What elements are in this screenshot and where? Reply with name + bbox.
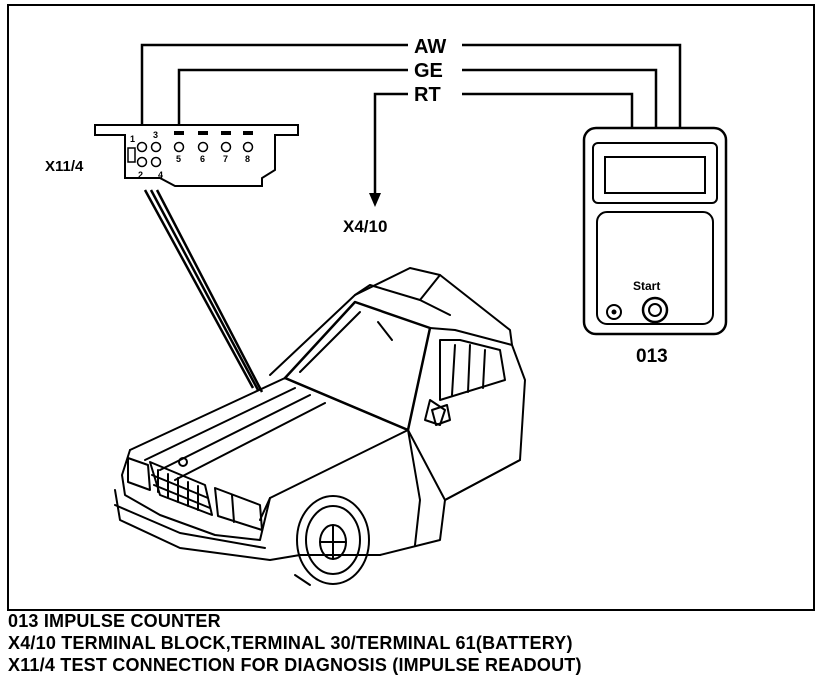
pin-label-8: 8 <box>245 154 250 164</box>
counter-label-013: 013 <box>636 346 668 367</box>
pin-label-7: 7 <box>223 154 228 164</box>
pin-label-5: 5 <box>176 154 181 164</box>
wire-ge <box>177 68 658 133</box>
wire-label-aw: AW <box>414 36 446 58</box>
legend-line-x4-10: X4/10 TERMINAL BLOCK,TERMINAL 30/TERMINA… <box>8 633 573 653</box>
pin-label-3: 3 <box>153 130 158 140</box>
car-illustration <box>114 267 526 586</box>
start-label: Start <box>633 279 660 293</box>
terminal-label-x4-10: X4/10 <box>343 217 387 236</box>
connector-label-x11-4: X11/4 <box>45 158 84 175</box>
wire-aw <box>140 43 682 133</box>
pin-label-4: 4 <box>158 170 163 180</box>
pin-label-2: 2 <box>138 170 143 180</box>
start-button[interactable] <box>641 296 669 324</box>
indicator-icon <box>606 304 622 320</box>
pin-label-1: 1 <box>130 134 135 144</box>
legend-line-013: 013 IMPULSE COUNTER <box>8 611 221 631</box>
diagnosis-connector: 1 3 2 4 5 6 7 8 <box>94 124 299 187</box>
wire-label-rt: RT <box>414 84 441 106</box>
connector-pins <box>136 141 254 168</box>
wire-rt <box>373 92 634 195</box>
pin-label-6: 6 <box>200 154 205 164</box>
legend-line-x11-4: X11/4 TEST CONNECTION FOR DIAGNOSIS (IMP… <box>8 655 582 675</box>
arrow-down-icon <box>369 193 381 207</box>
diagnosis-cable <box>143 189 264 393</box>
diagram-frame <box>7 4 815 611</box>
wire-label-ge: GE <box>414 60 443 82</box>
impulse-counter-device: Start <box>582 126 728 336</box>
